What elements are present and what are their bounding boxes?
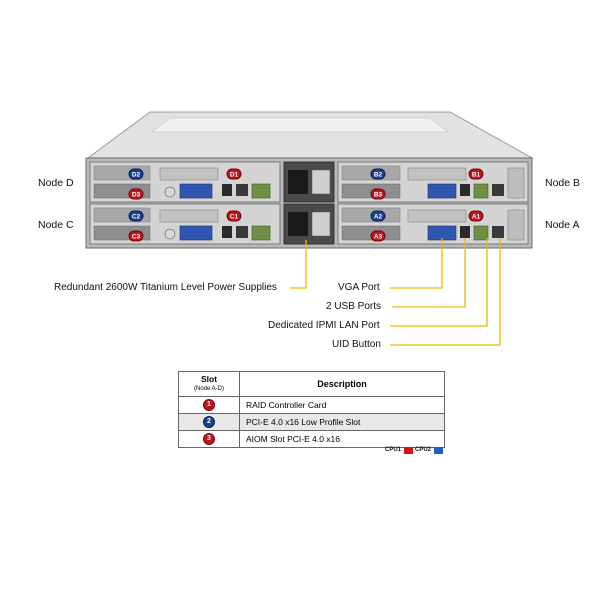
callout-line-usb (392, 238, 466, 308)
psu-callout-label: Redundant 2600W Titanium Level Power Sup… (54, 282, 277, 293)
slot-badge-b3: B3 (370, 188, 386, 200)
table-row: 2 PCI-E 4.0 x16 Low Profile Slot (178, 413, 445, 431)
callout-lines (290, 238, 501, 346)
node-b-label: Node B (545, 177, 581, 189)
node-c-label: Node C (38, 219, 74, 231)
slot-badge-c2: C2 (128, 210, 144, 222)
slot-badge-text: D2 (132, 172, 141, 179)
slot-badge-d3: D3 (128, 188, 144, 200)
node-b-module (337, 161, 529, 203)
table-row: 3 AIOM Slot PCI-E 4.0 x16 (178, 430, 445, 448)
slot-badge-a3: A3 (370, 230, 386, 242)
legend-cpu2-label: CPU2 (415, 447, 432, 453)
slot-badge-text: A3 (374, 234, 383, 241)
slot-badge-text: C3 (132, 234, 141, 241)
slot-badge-text: A1 (472, 214, 481, 221)
slot-description: PCI-E 4.0 x16 Low Profile Slot (239, 413, 445, 431)
slot-description: RAID Controller Card (239, 396, 445, 414)
power-supplies (283, 161, 335, 245)
slot-number-badge: 3 (203, 433, 215, 445)
slot-badge-c1: C1 (226, 210, 242, 222)
vga-callout-label: VGA Port (338, 282, 380, 293)
slot-badge-text: C1 (230, 214, 239, 221)
usb-callout-label: 2 USB Ports (326, 301, 382, 312)
slot-badge-b1: B1 (468, 168, 484, 180)
slot-badge-a2: A2 (370, 210, 386, 222)
slot-header-text: Slot (200, 374, 218, 384)
callout-line-psu (290, 240, 307, 289)
slot-badge-text: A2 (374, 214, 383, 221)
slot-badge-text: D1 (230, 172, 239, 179)
table-header-description: Description (239, 371, 445, 397)
node-a-label: Node A (545, 219, 580, 231)
node-c-module (89, 203, 281, 245)
callout-line-uid (390, 238, 501, 346)
slot-badge-text: B3 (374, 192, 383, 199)
node-d-label: Node D (38, 177, 74, 189)
slot-badge-b2: B2 (370, 168, 386, 180)
slot-badge-d1: D1 (226, 168, 242, 180)
table-header-slot: Slot (Node A-D) (178, 371, 240, 397)
slot-description: AIOM Slot PCI-E 4.0 x16 (239, 430, 445, 448)
uid-callout-label: UID Button (332, 339, 381, 350)
slot-badge-c3: C3 (128, 230, 144, 242)
node-a-module (337, 203, 529, 245)
ipmi-callout-label: Dedicated IPMI LAN Port (268, 320, 380, 331)
slot-badge-text: C2 (132, 214, 141, 221)
slot-header-subtext: (Node A-D) (193, 386, 224, 392)
callout-line-vga (390, 238, 443, 289)
slot-badge-text: D3 (132, 192, 141, 199)
legend-cpu1-swatch (404, 447, 413, 454)
callout-line-ipmi (390, 238, 488, 327)
slot-number-badge: 1 (203, 399, 215, 411)
legend-cpu1-label: CPU1 (385, 447, 402, 453)
legend-cpu2-swatch (434, 447, 443, 454)
slot-badge-d2: D2 (128, 168, 144, 180)
chassis-top-vent (151, 117, 449, 133)
slot-number-badge: 2 (203, 416, 215, 428)
slot-description-table: Slot (Node A-D) Description 1 RAID Contr… (178, 371, 445, 448)
table-row: 1 RAID Controller Card (178, 396, 445, 414)
slot-badge-a1: A1 (468, 210, 484, 222)
slot-badge-text: B2 (374, 172, 383, 179)
node-d-module (89, 161, 281, 203)
slot-badge-text: B1 (472, 172, 481, 179)
